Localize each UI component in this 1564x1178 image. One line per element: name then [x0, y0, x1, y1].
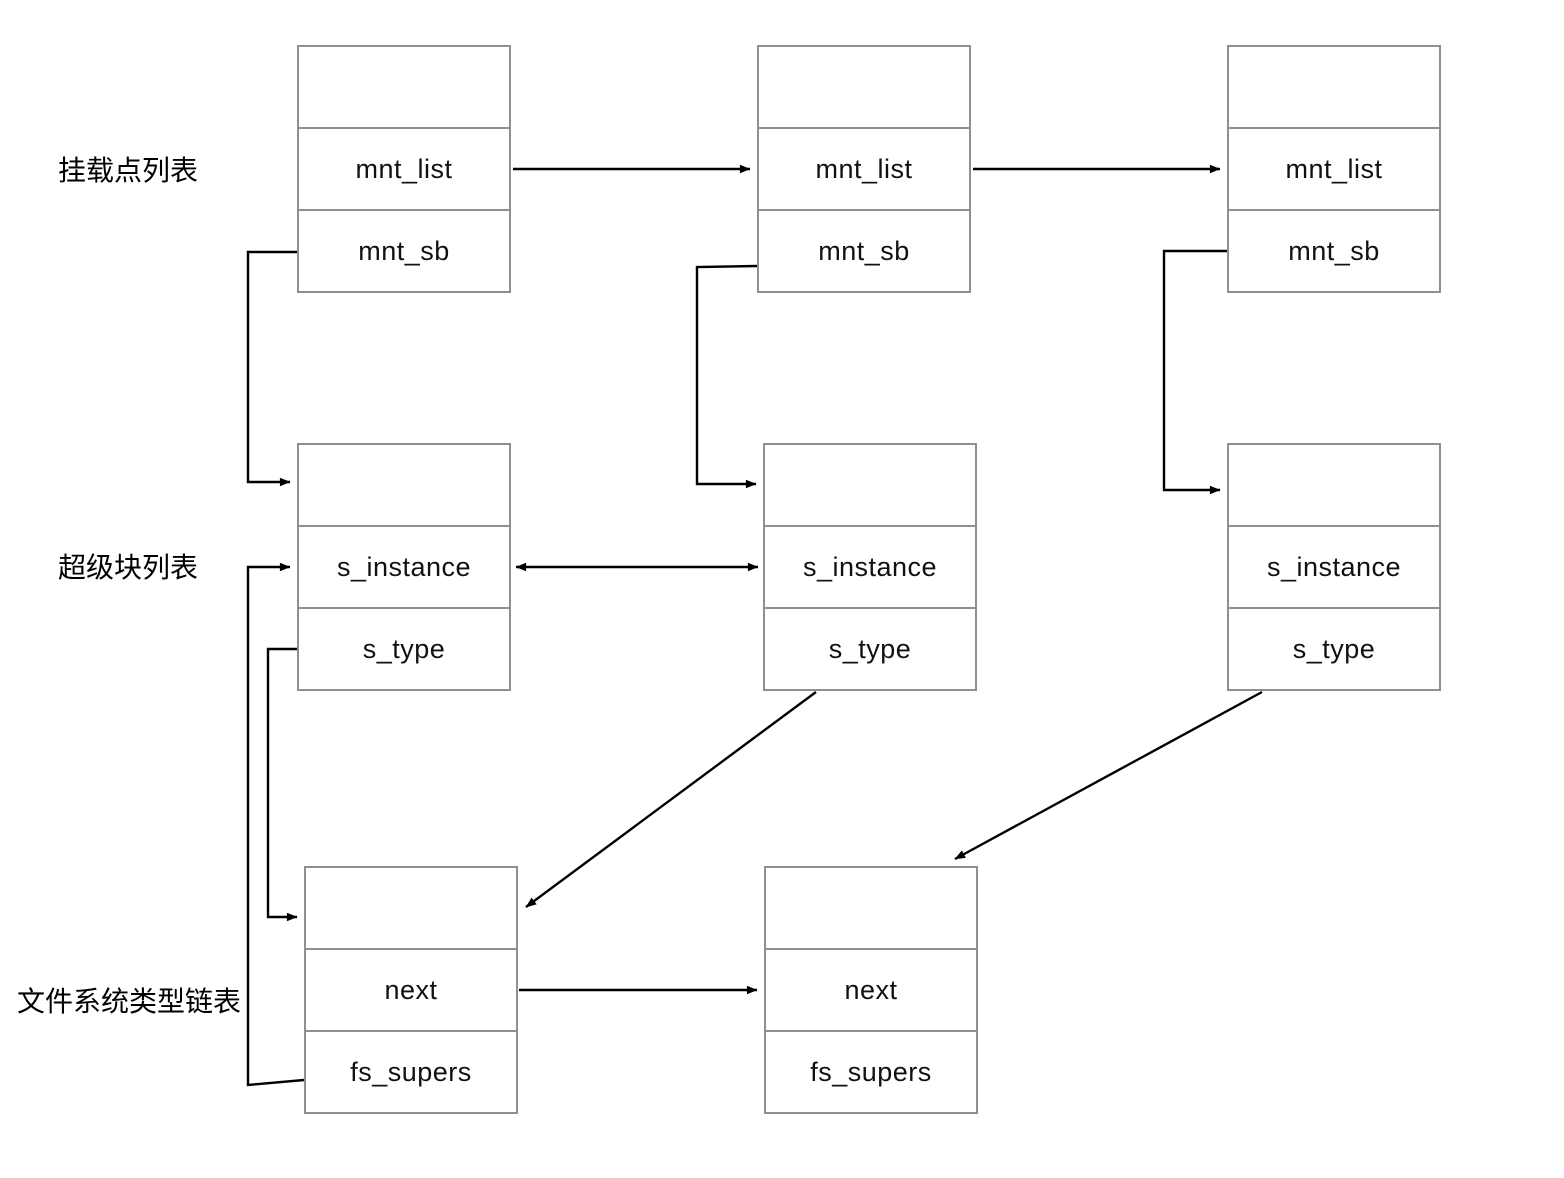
mount-box-2-mnt-sb-cell: mnt_sb: [759, 209, 969, 291]
superblock-box-1-s-type-cell: s_type: [299, 607, 509, 689]
label-superblock-list: 超级块列表: [58, 552, 199, 583]
superblock-box-1-s-instance-cell: s_instance: [299, 525, 509, 607]
superblock-box-2-empty-cell: [765, 445, 975, 525]
superblock-box-2-s-instance-cell: s_instance: [765, 525, 975, 607]
label-mount-point-list: 挂载点列表: [58, 155, 199, 186]
superblock-box-2: s_instance s_type: [763, 443, 977, 691]
mount-box-2-mnt-list-cell: mnt_list: [759, 127, 969, 209]
fs-type-box-2-next-cell: next: [766, 948, 976, 1030]
mount-box-3: mnt_list mnt_sb: [1227, 45, 1441, 293]
superblock-box-1: s_instance s_type: [297, 443, 511, 691]
superblock-box-3-s-instance-cell: s_instance: [1229, 525, 1439, 607]
mount-box-1-mnt-sb-cell: mnt_sb: [299, 209, 509, 291]
mount-box-3-mnt-sb-cell: mnt_sb: [1229, 209, 1439, 291]
superblock-box-1-empty-cell: [299, 445, 509, 525]
mount-box-1-empty-cell: [299, 47, 509, 127]
superblock-box-3-s-type-cell: s_type: [1229, 607, 1439, 689]
superblock-box-2-s-type-cell: s_type: [765, 607, 975, 689]
mount-box-3-mnt-list-cell: mnt_list: [1229, 127, 1439, 209]
arrow-s-type-3-to-fs-type-2: [954, 690, 1263, 861]
fs-type-box-1-next-cell: next: [306, 948, 516, 1030]
mount-box-2: mnt_list mnt_sb: [757, 45, 971, 293]
fs-type-box-1-fs-supers-cell: fs_supers: [306, 1030, 516, 1112]
mount-box-3-empty-cell: [1229, 47, 1439, 127]
fs-type-box-2-fs-supers-cell: fs_supers: [766, 1030, 976, 1112]
arrow-fs-supers-1-to-s-instance-1: [246, 562, 305, 1087]
arrow-mnt-sb-3-to-superblock-3: [1162, 249, 1227, 495]
fs-type-box-2: next fs_supers: [764, 866, 978, 1114]
mount-box-1: mnt_list mnt_sb: [297, 45, 511, 293]
arrow-s-type-1-to-fs-type-1: [266, 647, 298, 922]
fs-type-box-1: next fs_supers: [304, 866, 518, 1114]
mount-box-1-mnt-list-cell: mnt_list: [299, 127, 509, 209]
fs-type-box-2-empty-cell: [766, 868, 976, 948]
label-filesystem-type-list: 文件系统类型链表: [17, 986, 242, 1017]
superblock-box-3: s_instance s_type: [1227, 443, 1441, 691]
mount-box-2-empty-cell: [759, 47, 969, 127]
superblock-box-3-empty-cell: [1229, 445, 1439, 525]
arrow-mnt-sb-2-to-superblock-2: [695, 264, 758, 489]
fs-type-box-1-empty-cell: [306, 868, 516, 948]
arrow-s-type-2-to-fs-type-1: [525, 691, 817, 908]
arrow-mnt-sb-1-to-superblock-1: [246, 250, 297, 487]
